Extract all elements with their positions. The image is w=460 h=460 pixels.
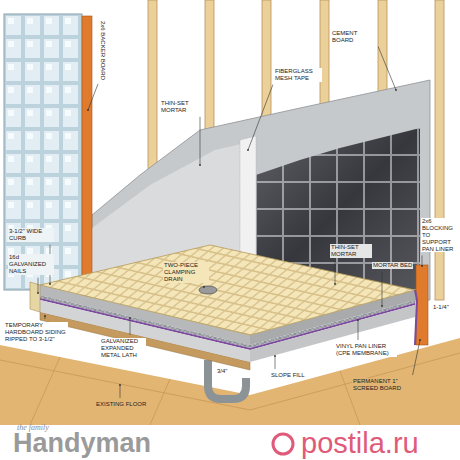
leader-dot [199,164,201,166]
callout-label: PERMANENT 1" SCREED BOARD [352,378,412,392]
leader-dot [421,265,423,267]
leader-line [204,286,205,287]
backer-board [82,16,92,302]
plank-line [250,353,460,410]
callout-label: 2x6 BLOCKING TO SUPPORT PAN LINER [421,218,457,252]
leader-line [130,318,131,335]
logo-text: postila.ru [300,429,420,458]
leader-dot [357,319,359,321]
callout-label: 3/4" [216,368,228,375]
leader-line [382,272,383,306]
curb [30,282,40,312]
leader-dot [129,317,131,319]
logo-text: Handyman [12,430,152,457]
callout-label: 2x6 BACKER BOARD [99,20,106,81]
footer-band [0,425,460,460]
callout-label: GALVANIZED EXPANDED METAL LATH [100,338,146,359]
callout-label: MORTAR BED [372,262,413,269]
leader-dot [381,305,383,307]
leader-dot [395,89,397,91]
plank-line [30,357,60,425]
leader-line [88,84,98,110]
plank-line [0,360,250,410]
leader-line [335,261,336,284]
callout-label: CEMENT BOARD [331,30,377,44]
plank-line [150,379,170,425]
callout-label: 16d GALVANIZED NAILS [8,254,54,275]
callout-label: THIN-SET MORTAR [160,100,204,114]
glass-block-wall [4,14,82,290]
leader-dot [334,283,336,285]
leader-line [120,385,121,398]
leader-line [413,340,420,375]
leader-dot [37,292,39,294]
leader-dot [419,339,421,341]
leader-line [422,255,423,266]
leader-line [38,278,39,293]
callout-label: TEMPORARY HARDBOARD SIDING RIPPED TO 3-1… [4,322,68,343]
stud [435,0,444,300]
callout-label: 1-1/4" [432,304,450,311]
callout-label: THIN-SET MORTAR [330,244,372,258]
pan-liner-edge [415,290,417,345]
drain [199,286,217,294]
leader-dot [49,283,51,285]
callout-label: VINYL PAN LINER (CPE MEMBRANE) [335,343,397,357]
callout-label: 3-1/2" WIDE CURB [8,228,54,242]
floor-tiles [40,245,415,335]
leader-line [248,85,273,150]
blocking [416,265,428,345]
leader-line [275,356,276,369]
callout-label: TWO-PIECE CLAMPING DRAIN [163,262,209,283]
leader-dot [44,315,46,317]
callout-label: EXISTING FLOOR [95,401,147,408]
leader-line [358,320,359,340]
leader-line [45,316,46,319]
logo-icon [273,434,293,454]
leader-dot [247,149,249,151]
callout-label: SLOPE FILL [270,372,306,379]
leader-line [378,47,396,90]
leader-dot [119,384,121,386]
leader-line [200,117,201,165]
leader-dot [87,109,89,111]
leader-dot [274,355,276,357]
leader-dot [203,286,205,288]
callout-label: FIBERGLASS MESH TAPE [274,68,322,82]
